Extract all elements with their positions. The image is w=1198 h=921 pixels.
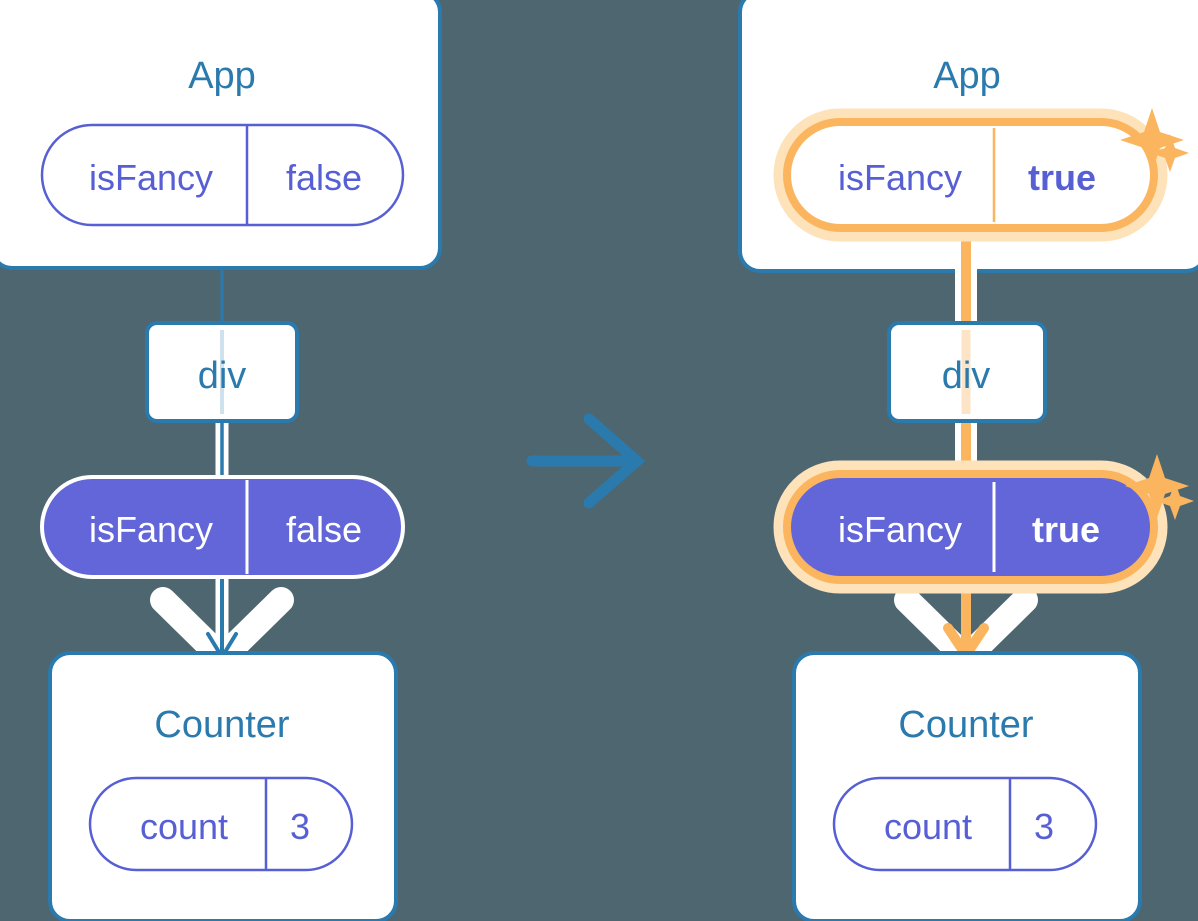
after-app-title: App bbox=[933, 55, 1001, 97]
after-app-state-pill: isFancy true bbox=[773, 108, 1168, 242]
before-div-label: div bbox=[198, 355, 247, 397]
after-prop-pill-value: true bbox=[1032, 509, 1100, 550]
before-div-node: div bbox=[145, 321, 299, 423]
before-prop-pill-name: isFancy bbox=[89, 509, 213, 550]
after-diagram: App isFancy true div bbox=[738, 0, 1198, 921]
before-prop-pill-value: false bbox=[286, 509, 362, 550]
after-counter-state-pill: count 3 bbox=[832, 776, 1098, 872]
before-counter-title: Counter bbox=[154, 704, 290, 746]
before-diagram: App isFancy false div isFancy false Coun… bbox=[0, 0, 442, 921]
before-counter-box: Counter count 3 bbox=[48, 651, 398, 921]
before-app-title: App bbox=[188, 55, 256, 97]
before-counter-pill-value: 3 bbox=[290, 806, 310, 847]
after-counter-title: Counter bbox=[898, 704, 1034, 746]
before-app-state-pill-name: isFancy bbox=[89, 157, 213, 198]
after-app-sparkles-icon bbox=[1120, 108, 1189, 172]
after-counter-pill-value: 3 bbox=[1034, 806, 1054, 847]
after-prop-pill: isFancy true bbox=[773, 460, 1168, 594]
before-app-state-pill-value: false bbox=[286, 157, 362, 198]
after-app-state-pill-value: true bbox=[1028, 157, 1096, 198]
before-app-state-pill: isFancy false bbox=[40, 123, 405, 227]
after-counter-box: Counter count 3 bbox=[792, 651, 1142, 921]
before-prop-pill: isFancy false bbox=[40, 475, 405, 579]
after-app-state-pill-name: isFancy bbox=[838, 157, 962, 198]
before-counter-state-pill: count 3 bbox=[88, 776, 354, 872]
transition-arrow-right-icon bbox=[526, 413, 646, 509]
after-counter-pill-name: count bbox=[884, 806, 972, 847]
after-div-node: div bbox=[887, 321, 1047, 423]
after-prop-pill-name: isFancy bbox=[838, 509, 962, 550]
after-div-label: div bbox=[942, 355, 991, 397]
after-prop-sparkles-icon bbox=[1125, 454, 1194, 520]
before-counter-pill-name: count bbox=[140, 806, 228, 847]
